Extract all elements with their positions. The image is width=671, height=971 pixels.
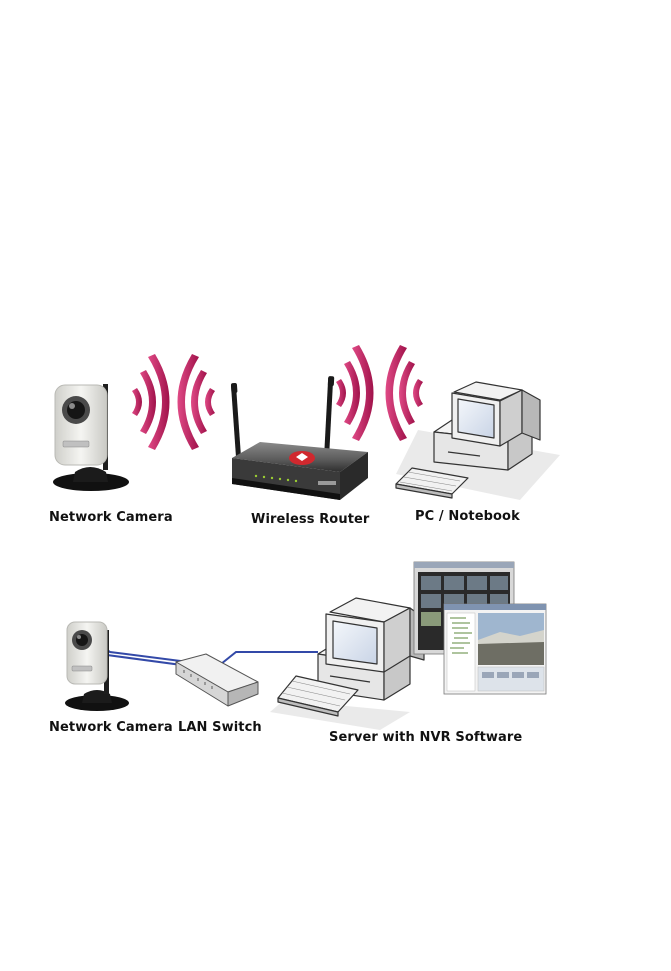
network-camera-label: Network Camera xyxy=(49,510,173,525)
camera-icon xyxy=(65,622,129,711)
wifi-signal-icon xyxy=(336,345,423,441)
wireless-router-label: Wireless Router xyxy=(251,512,369,527)
server-nvr-label: Server with NVR Software xyxy=(329,730,522,745)
pc-notebook-label: PC / Notebook xyxy=(415,509,520,524)
pc-icon xyxy=(396,382,560,500)
network-camera-label: Network Camera xyxy=(49,720,173,735)
server-icon xyxy=(270,598,424,730)
switch-icon xyxy=(176,654,258,706)
lan-switch-label: LAN Switch xyxy=(178,720,262,735)
router-icon xyxy=(231,376,368,500)
nvr-software-screenshot xyxy=(414,562,546,694)
wifi-signal-icon xyxy=(132,354,215,450)
camera-icon xyxy=(53,384,129,491)
